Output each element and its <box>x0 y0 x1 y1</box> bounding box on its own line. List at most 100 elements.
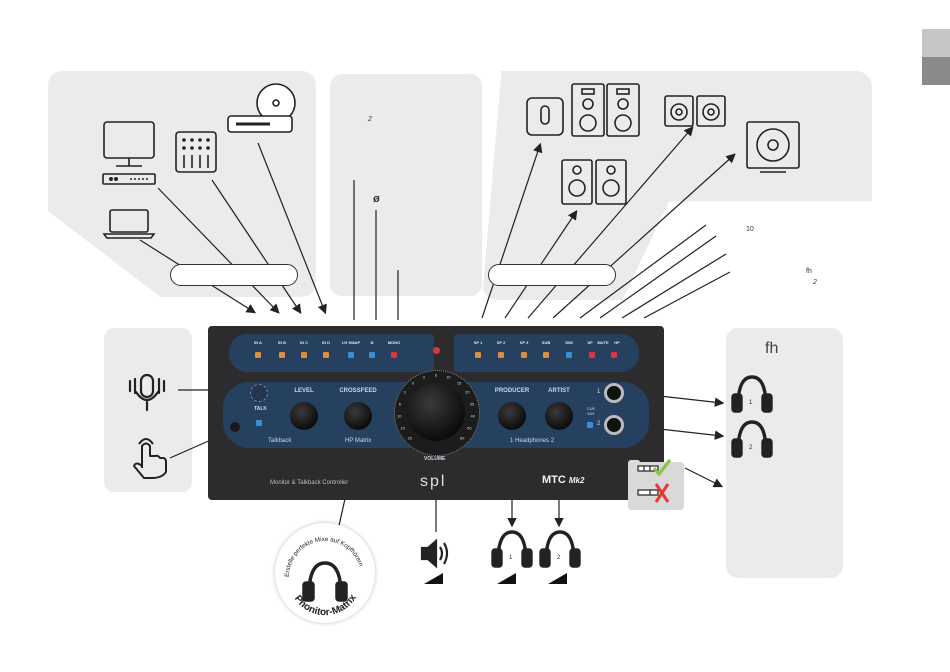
page-tab-light[interactable] <box>922 29 950 57</box>
right-hp-2-number: 2 <box>749 445 753 451</box>
mono-label: MONO <box>387 340 401 345</box>
brand-logo: spl <box>420 473 447 490</box>
phase-label: Ø <box>370 340 374 345</box>
cue-mix-button[interactable] <box>587 422 593 428</box>
phase-symbol: ø <box>373 193 380 205</box>
sp1-button[interactable] <box>475 352 481 358</box>
talk-button[interactable] <box>256 420 262 426</box>
cue-mix-label: CUE MIX <box>586 406 596 416</box>
exponent-label: 2 <box>368 116 372 123</box>
input-label-d: IN D <box>322 340 330 345</box>
artist-label: ARTIST <box>548 388 570 394</box>
sp2-button[interactable] <box>498 352 504 358</box>
volume-scale-mark: 10 <box>445 374 451 380</box>
small-speaker-icon <box>526 97 564 136</box>
tower-speaker-right-icon <box>606 83 640 137</box>
producer-label: PRODUCER <box>494 388 530 394</box>
hp-label: HP <box>614 340 620 345</box>
volume-scale-mark: 40 <box>470 413 475 419</box>
monitor-speaker-right-icon <box>696 95 726 127</box>
page-tab-dark[interactable] <box>922 57 950 85</box>
volume-scale-mark: 3 <box>403 389 406 395</box>
sub-button[interactable] <box>543 352 549 358</box>
hp-button[interactable] <box>611 352 617 358</box>
volume-scale-mark: 15 <box>456 380 462 386</box>
volume-knob[interactable] <box>407 383 465 441</box>
speakers-pill <box>488 264 616 286</box>
model-suffix: Mk2 <box>568 476 585 485</box>
lr-swap-button[interactable] <box>348 352 354 358</box>
exponent-label-b: 2 <box>813 279 817 286</box>
input-a-button[interactable] <box>255 352 261 358</box>
microphone-icon <box>128 373 166 412</box>
headphone-jack-1[interactable] <box>604 383 624 403</box>
bookshelf-speaker-right-icon <box>595 159 627 205</box>
volume-scale-mark: 15 <box>400 425 405 431</box>
artist-knob[interactable] <box>545 402 573 430</box>
mono-button[interactable] <box>391 352 397 358</box>
talk-label: TALK <box>254 406 267 412</box>
headphones-section-label: 1 Headphones 2 <box>510 438 555 444</box>
sp3-label: SP 3 <box>519 340 529 345</box>
monitor-speaker-left-icon <box>664 95 694 127</box>
sub-label: SUB <box>541 340 551 345</box>
badge-graphic: Erstelle perfekte Mixe auf Kopfhörern Ph… <box>284 536 364 618</box>
jack-1-number: 1 <box>597 389 601 395</box>
talk-jack[interactable] <box>230 422 240 432</box>
sp2-label: SP 2 <box>496 340 506 345</box>
dim-button[interactable] <box>566 352 572 358</box>
headphones-right-2-icon <box>731 420 773 458</box>
tower-speaker-left-icon <box>571 83 605 137</box>
input-b-button[interactable] <box>279 352 285 358</box>
bottom-hp-1-number: 1 <box>509 555 513 561</box>
matrix-panel <box>330 74 482 296</box>
fh-right-label: fh <box>765 340 779 357</box>
volume-scale-mark: 0 <box>411 380 415 386</box>
talkback-section-label: Talkback <box>268 438 292 444</box>
volume-scale-mark: 6 <box>398 401 402 407</box>
producer-knob[interactable] <box>498 402 526 430</box>
bottom-hp-2-number: 2 <box>557 555 561 561</box>
dim-label: DIM <box>565 340 573 345</box>
headphone-jack-2[interactable] <box>604 415 624 435</box>
input-label-a: IN A <box>254 340 262 345</box>
badge-headphones-icon <box>302 561 348 602</box>
sp-label: SP <box>587 340 593 345</box>
volume-scale-mark: 20 <box>407 435 413 441</box>
volume-scale-mark: 30 <box>469 401 475 407</box>
hp1-level-ramp-icon <box>497 573 516 584</box>
inputs-pill <box>170 264 298 286</box>
svg-text:Phonitor-Matrix: Phonitor-Matrix <box>292 592 359 618</box>
phase-button[interactable] <box>369 352 375 358</box>
volume-ramp-icon <box>424 573 443 584</box>
subwoofer-icon <box>746 121 800 173</box>
headphones-right-1-icon <box>731 375 773 413</box>
crossfeed-label: CROSSFEED <box>339 388 377 394</box>
laptop-icon <box>102 209 156 239</box>
level-knob[interactable] <box>290 402 318 430</box>
headphones-bottom-2-icon <box>539 530 581 568</box>
input-label-b: IN B <box>278 340 286 345</box>
fh-small-label: fh <box>806 268 812 275</box>
lr-swap-label: LR SWAP <box>341 340 361 345</box>
crossfeed-knob[interactable] <box>344 402 372 430</box>
volume-scale-mark: 20 <box>465 389 470 395</box>
level-label: LEVEL <box>294 388 314 394</box>
sp1-label: SP 1 <box>473 340 483 345</box>
mute-button[interactable] <box>589 352 595 358</box>
speaker-volume-icon <box>420 538 449 569</box>
mtc-device: IN A IN B IN C IN D LR SWAP Ø MONO SP 1 … <box>208 326 664 500</box>
volume-label: VOLUME <box>424 456 446 462</box>
input-c-button[interactable] <box>301 352 307 358</box>
sp3-button[interactable] <box>521 352 527 358</box>
hp-matrix-section-label: HP Matrix <box>345 438 372 444</box>
input-d-button[interactable] <box>323 352 329 358</box>
ten-label: 10 <box>746 226 754 233</box>
model-subtitle: Monitor & Talkback Controller <box>270 480 349 486</box>
headphones-panel <box>726 328 843 578</box>
model-name: MTC Mk2 <box>542 474 584 486</box>
bookshelf-speaker-left-icon <box>561 159 593 205</box>
volume-scale-mark: 10 <box>396 413 402 419</box>
model-text: MTC <box>542 474 566 486</box>
